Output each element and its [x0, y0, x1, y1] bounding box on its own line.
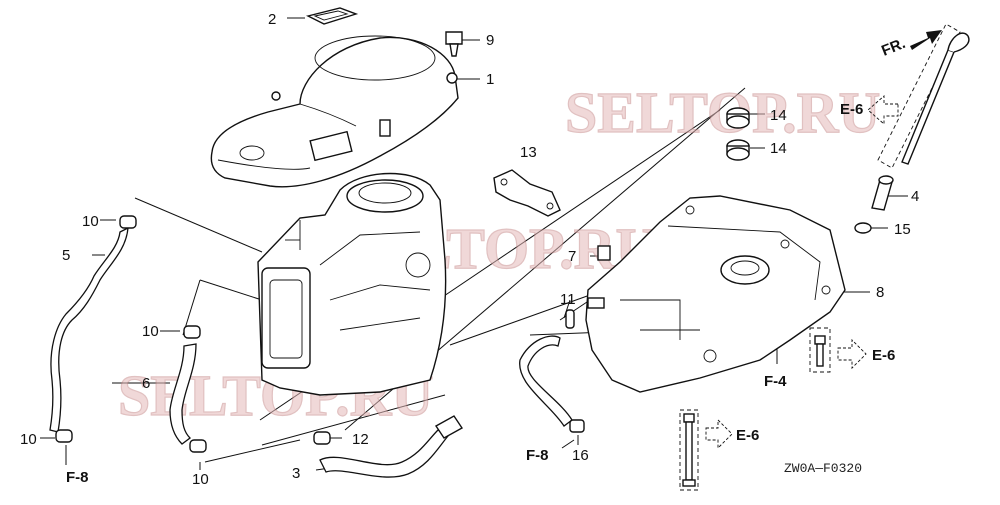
part-tube-4 [871, 175, 894, 211]
part-clamp-10-lower-left [55, 429, 73, 443]
callout-labels: 2 9 1 13 14 14 4 15 7 8 11 10 5 10 6 10 … [20, 11, 919, 488]
part-bracket-13 [493, 169, 561, 217]
callout-14-upper: 14 [770, 107, 787, 124]
ref-f8-mid: F-8 [526, 447, 549, 464]
callout-12: 12 [352, 431, 369, 448]
callout-3: 3 [292, 465, 300, 482]
callout-10-mid: 10 [142, 323, 159, 340]
e6-arrow-mid [837, 338, 867, 370]
e6-arrow-top [867, 95, 899, 125]
part-clamp-10-top [119, 215, 137, 229]
part-bolt-e6-bottom [679, 409, 699, 491]
callout-10-lower-right: 10 [192, 471, 209, 488]
part-washer-15 [854, 222, 872, 234]
part-clip-7 [597, 245, 611, 261]
callout-14-lower: 14 [770, 140, 787, 157]
part-clamp-10-mid [183, 325, 201, 339]
part-clamp-10-lower-right [189, 439, 207, 453]
part-clamp-12 [313, 431, 331, 445]
callout-16: 16 [572, 447, 589, 464]
e6-arrow-bottom [705, 418, 733, 450]
callout-15: 15 [894, 221, 911, 238]
callout-1: 1 [486, 71, 494, 88]
part-engine-block [257, 172, 447, 396]
part-dipstick [877, 23, 970, 169]
callout-8: 8 [876, 284, 884, 301]
callout-4: 4 [911, 188, 919, 205]
part-housing-8 [585, 195, 846, 393]
part-nut-14-lower [726, 139, 750, 161]
part-pin-11 [565, 309, 575, 329]
callout-11: 11 [560, 291, 576, 308]
callout-10-top: 10 [82, 213, 99, 230]
part-grommet-2 [305, 7, 359, 25]
ref-e6-mid: E-6 [872, 347, 895, 364]
ref-e6-bottom: E-6 [736, 427, 759, 444]
part-hose-16 [519, 335, 585, 433]
callout-7: 7 [568, 248, 576, 265]
ref-f4: F-4 [764, 373, 787, 390]
watermark-text: SELTOP.RU [565, 80, 880, 145]
part-hose-6 [169, 343, 197, 445]
callout-2: 2 [268, 11, 276, 28]
part-hose-3 [319, 415, 464, 478]
callout-6: 6 [142, 375, 150, 392]
ref-front: FR. [879, 35, 908, 60]
part-nut-14-upper [726, 107, 750, 129]
part-bolt-e6-mid [809, 327, 831, 373]
callout-10-lower-left: 10 [20, 431, 37, 448]
part-cover-1 [210, 35, 459, 188]
callout-5: 5 [62, 247, 70, 264]
ref-f8-left: F-8 [66, 469, 89, 486]
part-bolt-9 [445, 31, 463, 57]
ref-e6-top: E-6 [840, 101, 863, 118]
callout-13: 13 [520, 144, 537, 161]
callout-9: 9 [486, 32, 494, 49]
diagram-code: ZW0A—F0320 [784, 461, 862, 476]
front-arrow-icon [910, 30, 942, 50]
